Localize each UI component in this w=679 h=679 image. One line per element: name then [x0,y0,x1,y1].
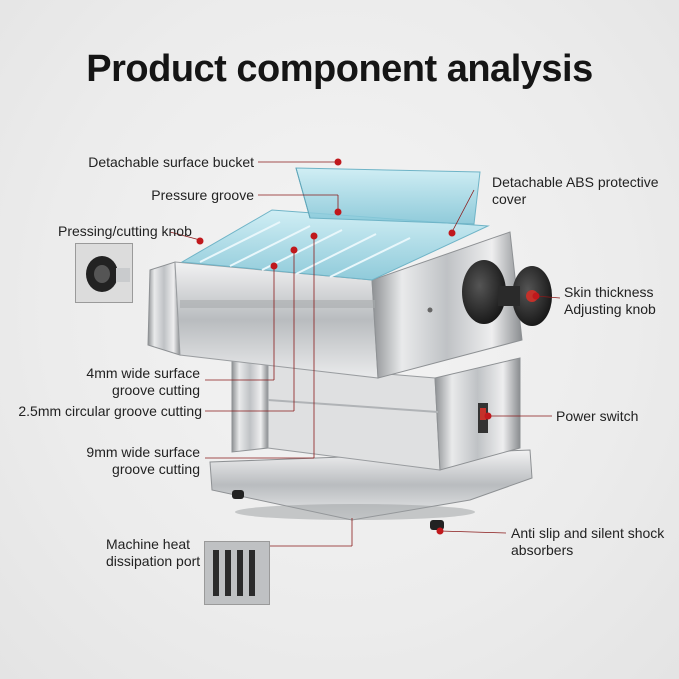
label-power-switch: Power switch [556,408,639,424]
power-switch [478,403,488,433]
label-pressing-cutting-knob: Pressing/cutting knob [58,223,192,239]
label-abs-cover-line2: cover [492,191,527,207]
label-anti-slip-line2: absorbers [511,542,574,558]
page-title: Product component analysis [86,48,593,90]
knob-detail-icon [86,256,130,292]
label-surface-bucket: Detachable surface bucket [88,154,254,170]
label-skin-thickness-line2: Adjusting knob [564,301,656,317]
label-9mm-line2: groove cutting [112,461,200,477]
label-heat-line1: Machine heat [106,536,191,552]
label-abs-cover: Detachable ABS protective cover [492,174,659,208]
thickness-knob [462,260,552,326]
vent-detail-icon [205,542,269,604]
label-9mm-line1: 9mm wide surface [86,444,200,460]
knob-detail-inset [75,243,133,303]
leader-lines [169,161,561,547]
label-skin-thickness-line1: Skin thickness [564,284,654,300]
label-heat-port: Machine heat dissipation port [106,536,200,570]
label-anti-slip-line1: Anti slip and silent shock [511,525,665,541]
stand-body [231,357,521,471]
marker-dots [196,158,540,535]
label-2-5mm-groove: 2.5mm circular groove cutting [18,403,202,419]
label-heat-line2: dissipation port [106,553,201,569]
abs-cover [180,209,490,281]
foot-left [232,490,244,499]
base-plate [209,449,533,521]
label-pressure-groove: Pressure groove [151,187,254,203]
label-anti-slip: Anti slip and silent shock absorbers [511,525,664,559]
label-4mm-groove: 4mm wide surface groove cutting [40,365,200,399]
label-4mm-line1: 4mm wide surface [86,365,200,381]
label-abs-cover-line1: Detachable ABS protective [492,174,659,190]
label-skin-thickness: Skin thickness Adjusting knob [564,284,656,318]
label-4mm-line2: groove cutting [112,382,200,398]
foot-right [430,520,444,530]
heat-port-inset [204,541,270,605]
label-9mm-groove: 9mm wide surface groove cutting [40,444,200,478]
surface-bucket [295,167,481,225]
